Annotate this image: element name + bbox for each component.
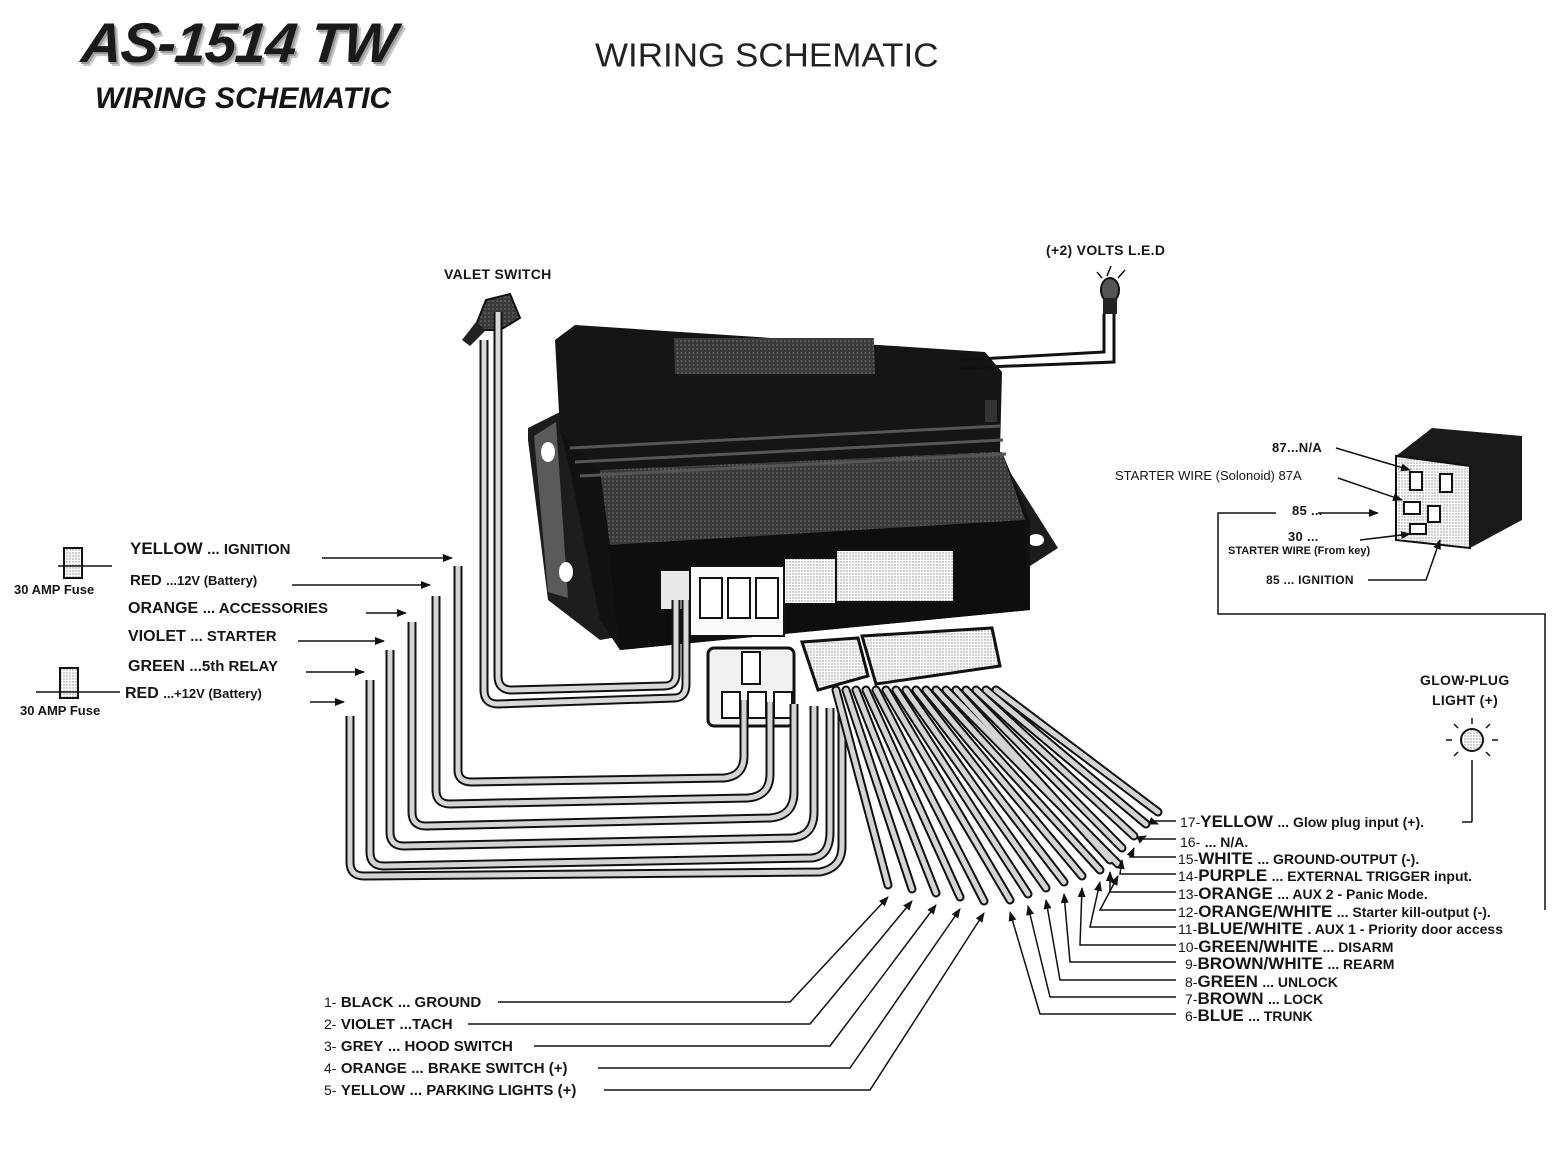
leader-line (1089, 881, 1176, 928)
leader-line (598, 908, 961, 1069)
left-wire-3: 3- GREY ... HOOD SWITCH (324, 1038, 513, 1055)
leader-line (1148, 817, 1176, 825)
relay-85-label: 85 ... (1292, 503, 1323, 518)
leader-line (1060, 893, 1176, 963)
power-wire-5: GREEN ...5th RELAY (128, 658, 278, 675)
relay-30-desc: STARTER WIRE (From key) (1228, 545, 1371, 557)
signal-wire (973, 687, 1137, 839)
signal-wire (903, 687, 1049, 891)
relay-30-label: 30 ... (1288, 529, 1319, 544)
power-wire-6: RED ...+12V (Battery) (125, 685, 262, 702)
right-wire-8: 8-GREEN ... UNLOCK (1185, 972, 1338, 991)
leader-line (604, 912, 985, 1091)
left-wire-2: 2- VIOLET ...TACH (324, 1016, 453, 1033)
relay-87-label: 87...N/A (1272, 440, 1323, 455)
signal-wire (833, 687, 891, 888)
left-wire-1: 1- BLACK ... GROUND (324, 994, 482, 1011)
power-wires (292, 554, 847, 881)
right-wire-11: 11-BLUE/WHITE . AUX 1 - Priority door ac… (1178, 919, 1503, 938)
leader-line (1008, 911, 1176, 1015)
harness-plugs (706, 626, 1002, 728)
right-wire-10: 10-GREEN/WHITE ... DISARM (1178, 937, 1394, 956)
subtitle-right: WIRING SCHEMATIC (595, 37, 939, 75)
right-wire-17: 17-YELLOW ... Glow plug input (+). (1180, 812, 1424, 831)
leader-line (1026, 905, 1176, 998)
signal-wire (893, 687, 1031, 897)
signal-wire (883, 687, 1013, 903)
power-wire-2: RED ...12V (Battery) (130, 572, 258, 589)
signal-wire (993, 687, 1161, 815)
power-wire-3: ORANGE ... ACCESSORIES (128, 600, 328, 617)
glow-plug-label-1: GLOW-PLUG (1420, 672, 1510, 688)
relay (1217, 428, 1546, 910)
signal-wire (913, 687, 1067, 885)
leader-line (498, 896, 889, 1003)
relay-85-ign-label: 85 ... IGNITION (1266, 573, 1354, 587)
control-module (528, 325, 1058, 650)
led-indicator (959, 265, 1126, 370)
signal-wire (963, 687, 1125, 851)
leader-line (1043, 899, 1176, 981)
right-wire-14: 14-PURPLE ... EXTERNAL TRIGGER input. (1178, 866, 1473, 885)
fuse-icon-top (58, 547, 112, 579)
signal-wire (983, 687, 1149, 827)
signal-leaders (468, 817, 1176, 1091)
signal-wire (923, 687, 1085, 879)
signal-wires (831, 685, 1163, 906)
fuse-label-bottom: 30 AMP Fuse (20, 703, 101, 718)
fuse-icon-bottom (36, 667, 120, 699)
right-wire-16: 16- ... N/A. (1180, 834, 1249, 850)
relay-87a-label: STARTER WIRE (Solonoid) 87A (1115, 468, 1302, 483)
left-wire-5: 5- YELLOW ... PARKING LIGHTS (+) (324, 1082, 577, 1099)
leader-line (1116, 859, 1176, 875)
right-wire-12: 12-ORANGE/WHITE ... Starter kill-output … (1178, 902, 1491, 921)
led-label: (+2) VOLTS L.E.D (1046, 242, 1166, 258)
signal-wire (953, 687, 1113, 863)
leader-line (1077, 887, 1176, 946)
right-wire-6: 6-BLUE ... TRUNK (1185, 1006, 1313, 1025)
signal-wire (853, 687, 939, 896)
fuse-label-top: 30 AMP Fuse (14, 582, 95, 597)
valet-switch (462, 292, 691, 709)
signal-wire (933, 687, 1103, 873)
leader-line (1136, 835, 1176, 844)
signal-wire (843, 687, 915, 892)
leader-line (468, 900, 913, 1025)
leader-line (1126, 847, 1176, 858)
subtitle: WIRING SCHEMATIC (95, 82, 392, 115)
glow-plug-label-2: LIGHT (+) (1432, 692, 1499, 708)
right-wire-7: 7-BROWN ... LOCK (1185, 989, 1324, 1008)
right-wire-9: 9-BROWN/WHITE ... REARM (1185, 954, 1395, 973)
signal-wire (863, 687, 963, 900)
leader-line (1098, 875, 1176, 911)
power-wire-4: VIOLET ... STARTER (128, 628, 277, 645)
leader-line (1106, 871, 1176, 893)
valet-switch-label: VALET SWITCH (444, 266, 552, 282)
signal-wire (873, 687, 987, 904)
leader-line (534, 904, 937, 1047)
power-wire-1: YELLOW ... IGNITION (130, 539, 291, 558)
right-wire-15: 15-WHITE ... GROUND-OUTPUT (-). (1178, 849, 1420, 868)
right-wire-13: 13-ORANGE ... AUX 2 - Panic Mode. (1178, 884, 1428, 903)
glow-plug-light-icon (1446, 718, 1498, 823)
left-wire-4: 4- ORANGE ... BRAKE SWITCH (+) (324, 1060, 568, 1077)
